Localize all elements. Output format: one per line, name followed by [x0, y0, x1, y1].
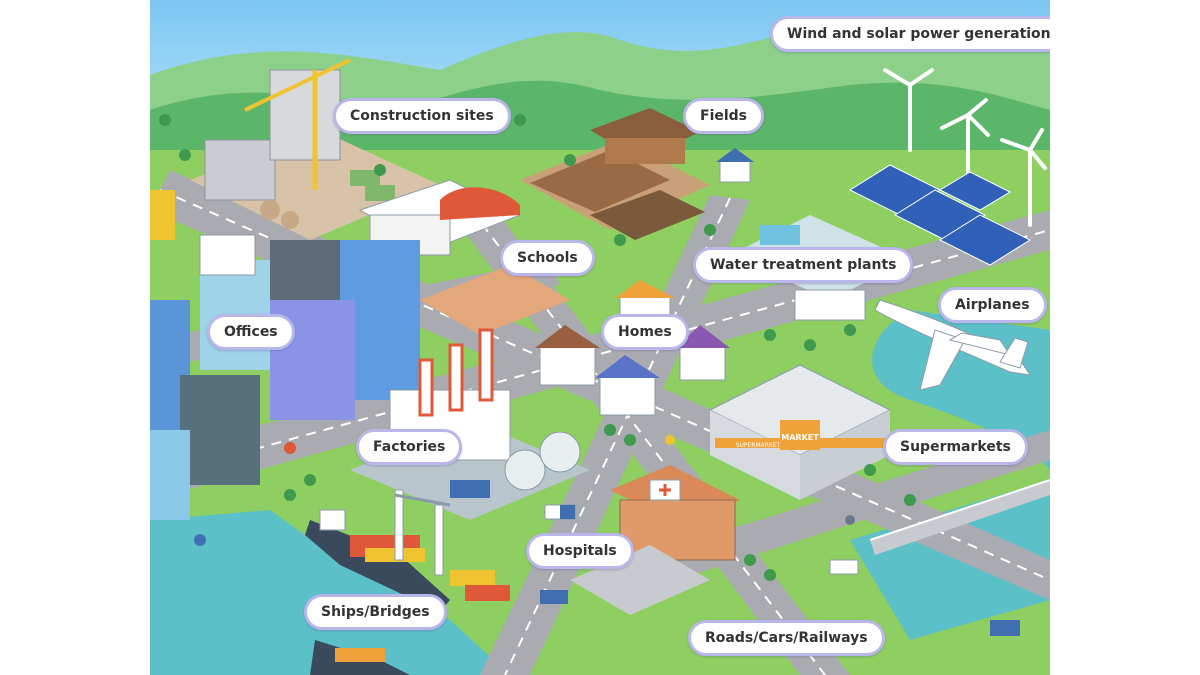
supermarket-sign: SUPERMARKET — [736, 442, 781, 449]
label-ships-bridges: Ships/Bridges — [304, 594, 447, 630]
label-fields: Fields — [683, 98, 765, 134]
supermarket: MARKET SUPERMARKET — [708, 364, 892, 500]
canal — [850, 480, 1050, 640]
label-offices: Offices — [207, 314, 295, 350]
hospital — [570, 465, 740, 615]
label-wind-solar: Wind and solar power generation — [770, 16, 1050, 52]
homes — [535, 280, 730, 416]
label-water-treatment: Water treatment plants — [693, 247, 914, 283]
label-hospitals: Hospitals — [526, 533, 634, 569]
label-homes: Homes — [601, 314, 689, 350]
ship-icon — [305, 489, 510, 675]
construction-site — [190, 58, 440, 240]
label-roads-cars-railways: Roads/Cars/Railways — [688, 620, 885, 656]
bridge — [869, 479, 1050, 555]
label-supermarkets: Supermarkets — [883, 429, 1028, 465]
harbor-water — [150, 510, 510, 675]
truck-icon — [450, 480, 490, 498]
airplane-icon — [874, 299, 1032, 391]
solar-panel-icon — [848, 164, 1032, 266]
trees — [159, 114, 916, 581]
label-factories: Factories — [356, 429, 463, 465]
label-schools: Schools — [500, 240, 595, 276]
market-sign: MARKET — [781, 433, 819, 442]
city-illustration: MARKET SUPERMARKET — [150, 0, 1050, 675]
label-airplanes: Airplanes — [938, 287, 1047, 323]
label-construction-sites: Construction sites — [333, 98, 511, 134]
office-buildings — [150, 190, 420, 520]
